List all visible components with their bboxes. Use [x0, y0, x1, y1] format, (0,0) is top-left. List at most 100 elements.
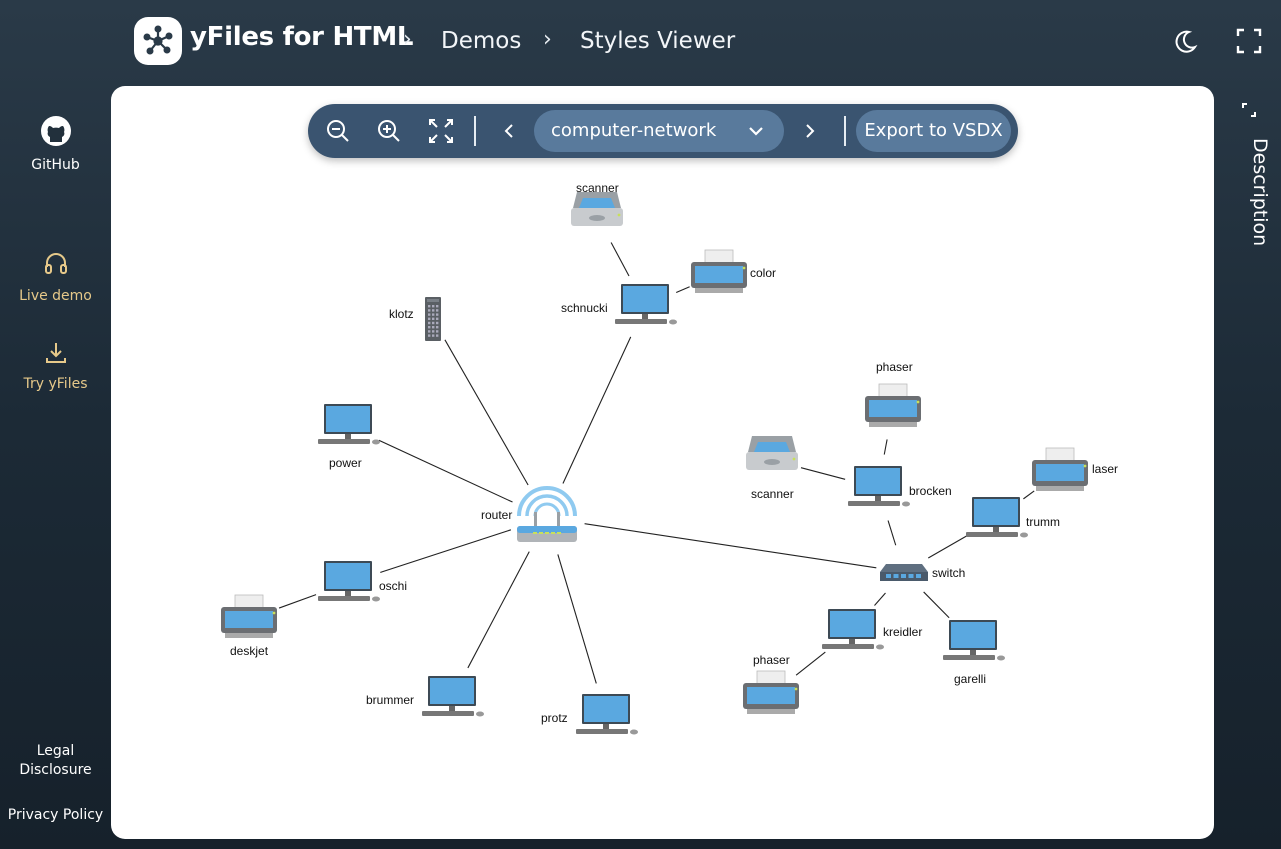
node-label: klotz [389, 307, 414, 321]
edge-schnucki-scanner1[interactable] [610, 242, 630, 277]
description-panel-toggle[interactable] [1232, 98, 1266, 258]
node-garelli[interactable]: garelli [943, 620, 1005, 686]
edge-router-switch[interactable] [584, 523, 877, 569]
node-label: laser [1092, 462, 1118, 476]
workstation-icon [822, 609, 884, 650]
edge-switch-garelli[interactable] [923, 591, 950, 619]
sidebar-live-demo[interactable]: Live demo [0, 250, 111, 304]
toolbar: computer-network Export to VSDX [308, 104, 1018, 158]
node-switch[interactable]: switch [880, 564, 965, 581]
printer-icon [865, 383, 921, 427]
node-phaser2[interactable]: phaser [743, 653, 799, 714]
node-label: switch [932, 566, 965, 580]
graph-canvas[interactable]: router klotz schnucki scanner color power osch… [111, 86, 1214, 839]
node-schnucki[interactable]: schnucki [561, 284, 677, 325]
node-label: scanner [751, 487, 794, 501]
moon-icon [1175, 30, 1198, 53]
previous-style-button[interactable] [495, 117, 523, 145]
workstation-icon [615, 284, 677, 325]
edge-router-protz[interactable] [557, 554, 597, 684]
theme-toggle-button[interactable] [1171, 28, 1199, 56]
network-graph[interactable]: router klotz schnucki scanner color power osch… [111, 86, 1214, 839]
chevron-left-icon [504, 124, 513, 138]
export-vsdx-button[interactable]: Export to VSDX [856, 110, 1011, 152]
node-label: phaser [753, 653, 790, 667]
scanner-icon [571, 192, 623, 226]
edge-brocken-phaser1[interactable] [883, 439, 888, 455]
edge-router-power[interactable] [378, 439, 513, 503]
node-brocken[interactable]: brocken [848, 466, 952, 507]
chevron-right-icon: › [543, 27, 552, 52]
node-kreidler[interactable]: kreidler [822, 609, 922, 650]
toolbar-divider [844, 116, 846, 146]
node-label: garelli [954, 672, 986, 686]
node-deskjet[interactable]: deskjet [221, 594, 277, 658]
edge-schnucki-color[interactable] [675, 286, 690, 294]
edge-trumm-laser[interactable] [1023, 490, 1035, 500]
scanner-icon [746, 436, 798, 470]
node-brummer[interactable]: brummer [366, 676, 484, 717]
github-icon [40, 116, 71, 146]
edge-oschi-deskjet[interactable] [278, 594, 317, 609]
expand-icon [1242, 103, 1256, 117]
node-protz[interactable]: protz [541, 694, 638, 735]
workstation-icon [318, 404, 380, 445]
yfiles-logo-icon[interactable] [134, 17, 182, 65]
edge-router-oschi[interactable] [380, 529, 512, 573]
zoom-out-icon [327, 120, 349, 142]
edge-router-schnucki[interactable] [562, 336, 632, 484]
zoom-in-icon [378, 120, 400, 142]
header: yFiles for HTML › Demos › Styles Viewer [0, 0, 1281, 86]
node-phaser1[interactable]: phaser [865, 360, 921, 427]
node-label: protz [541, 711, 568, 725]
edge-router-brummer[interactable] [467, 551, 530, 669]
node-label: color [750, 266, 776, 280]
node-label: trumm [1026, 515, 1060, 529]
workstation-icon [848, 466, 910, 507]
node-laser[interactable]: laser [1032, 447, 1118, 491]
github-label: GitHub [31, 157, 80, 173]
sidebar-try-yfiles[interactable]: Try yFiles [0, 340, 111, 392]
zoom-out-button[interactable] [324, 117, 352, 145]
workstation-icon [576, 694, 638, 735]
breadcrumb-demos[interactable]: Demos [441, 28, 522, 54]
node-trumm[interactable]: trumm [966, 497, 1060, 538]
fullscreen-button[interactable] [1236, 28, 1264, 56]
privacy-policy-link[interactable]: Privacy Policy [7, 807, 104, 823]
fit-content-icon [429, 119, 453, 143]
edge-switch-trumm[interactable] [927, 535, 967, 559]
next-style-button[interactable] [796, 117, 824, 145]
node-label: scanner [576, 181, 619, 195]
logo-text[interactable]: yFiles for HTML [190, 22, 414, 52]
printer-icon [691, 249, 747, 293]
printer-icon [743, 670, 799, 714]
node-power[interactable]: power [318, 404, 380, 470]
toolbar-divider [474, 116, 476, 146]
edge-kreidler-phaser2[interactable] [795, 651, 826, 676]
headset-icon [44, 253, 67, 274]
edge-switch-brocken[interactable] [887, 520, 897, 546]
style-select[interactable]: computer-network [534, 110, 784, 152]
node-router[interactable]: router [481, 486, 577, 542]
fit-content-button[interactable] [427, 117, 455, 145]
edge-brocken-scanner2[interactable] [800, 467, 846, 480]
node-label: phaser [876, 360, 913, 374]
description-label[interactable]: Description [1249, 138, 1271, 247]
sidebar-github[interactable]: GitHub [0, 115, 111, 173]
node-scanner2[interactable]: scanner [746, 436, 798, 501]
node-scanner1[interactable]: scanner [571, 181, 623, 226]
workstation-icon [943, 620, 1005, 661]
server-icon [425, 297, 441, 341]
zoom-in-button[interactable] [375, 117, 403, 145]
edge-router-klotz[interactable] [444, 339, 529, 486]
style-select-value: computer-network [551, 120, 717, 141]
edge-switch-kreidler[interactable] [874, 592, 886, 606]
node-color[interactable]: color [691, 249, 776, 293]
chevron-right-icon [806, 124, 815, 138]
chevron-right-icon: › [403, 27, 412, 52]
legal-disclosure-link[interactable]: Legal Disclosure [0, 742, 111, 780]
live-demo-label: Live demo [19, 288, 92, 304]
node-label: brocken [909, 484, 952, 498]
node-oschi[interactable]: oschi [318, 561, 407, 602]
node-klotz[interactable]: klotz [389, 297, 441, 341]
